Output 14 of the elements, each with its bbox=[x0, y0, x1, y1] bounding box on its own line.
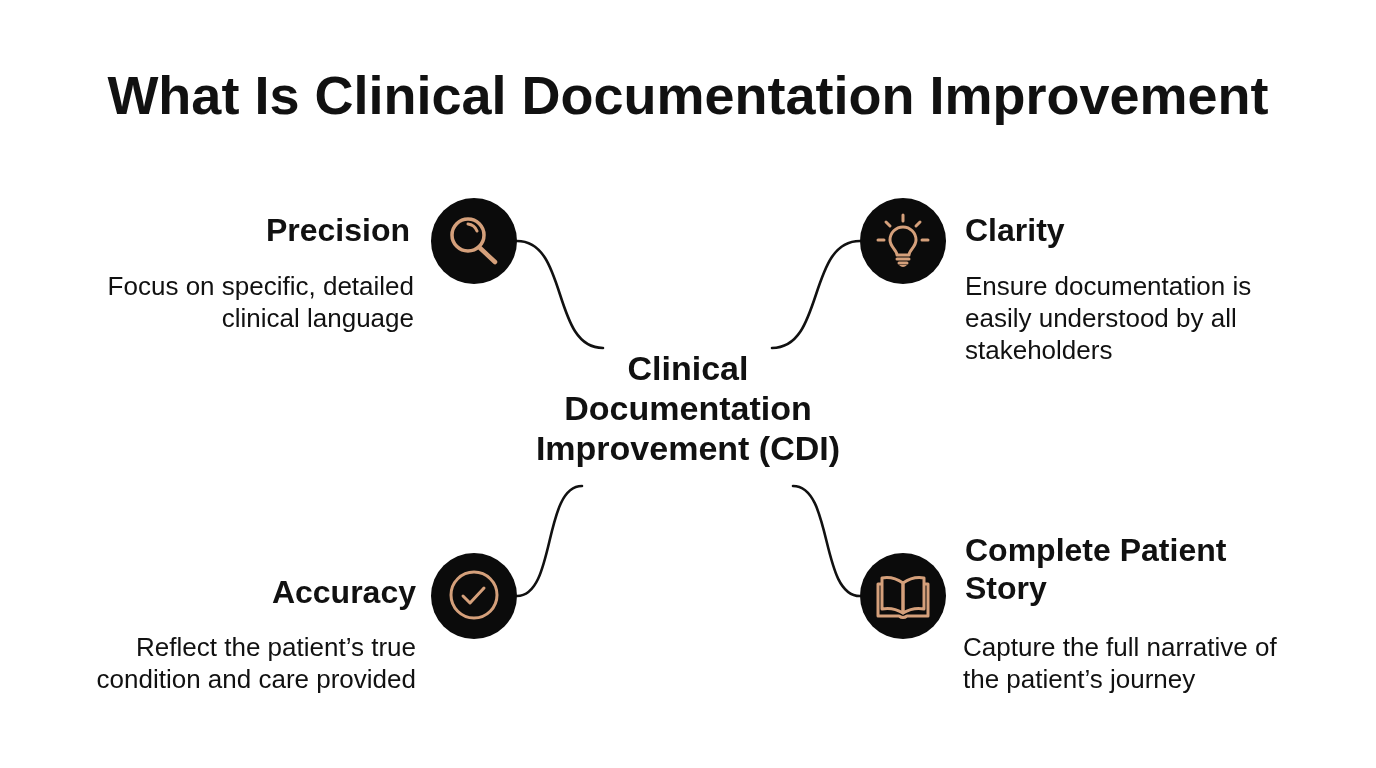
connector-curve bbox=[515, 239, 605, 350]
description: Capture the full narrative of the patient’s journey bbox=[963, 631, 1278, 695]
connector-curve bbox=[791, 484, 862, 598]
heading: Precision bbox=[265, 211, 410, 249]
central-topic: Clinical Documentation Improvement (CDI) bbox=[518, 348, 858, 486]
connector-curve bbox=[515, 484, 584, 598]
connector-curve bbox=[770, 239, 862, 350]
description: Focus on specific, detailed clinical language bbox=[106, 270, 414, 334]
heading: Accuracy bbox=[271, 573, 416, 611]
title: What Is Clinical Documentation Improvement bbox=[107, 64, 1269, 127]
heading: Complete Patient Story bbox=[965, 531, 1228, 607]
heading: Clarity bbox=[965, 211, 1065, 249]
description: Ensure documentation is easily understood by all stakeholders bbox=[965, 270, 1253, 366]
description: Reflect the patient’s true condition and care provided bbox=[95, 631, 416, 695]
